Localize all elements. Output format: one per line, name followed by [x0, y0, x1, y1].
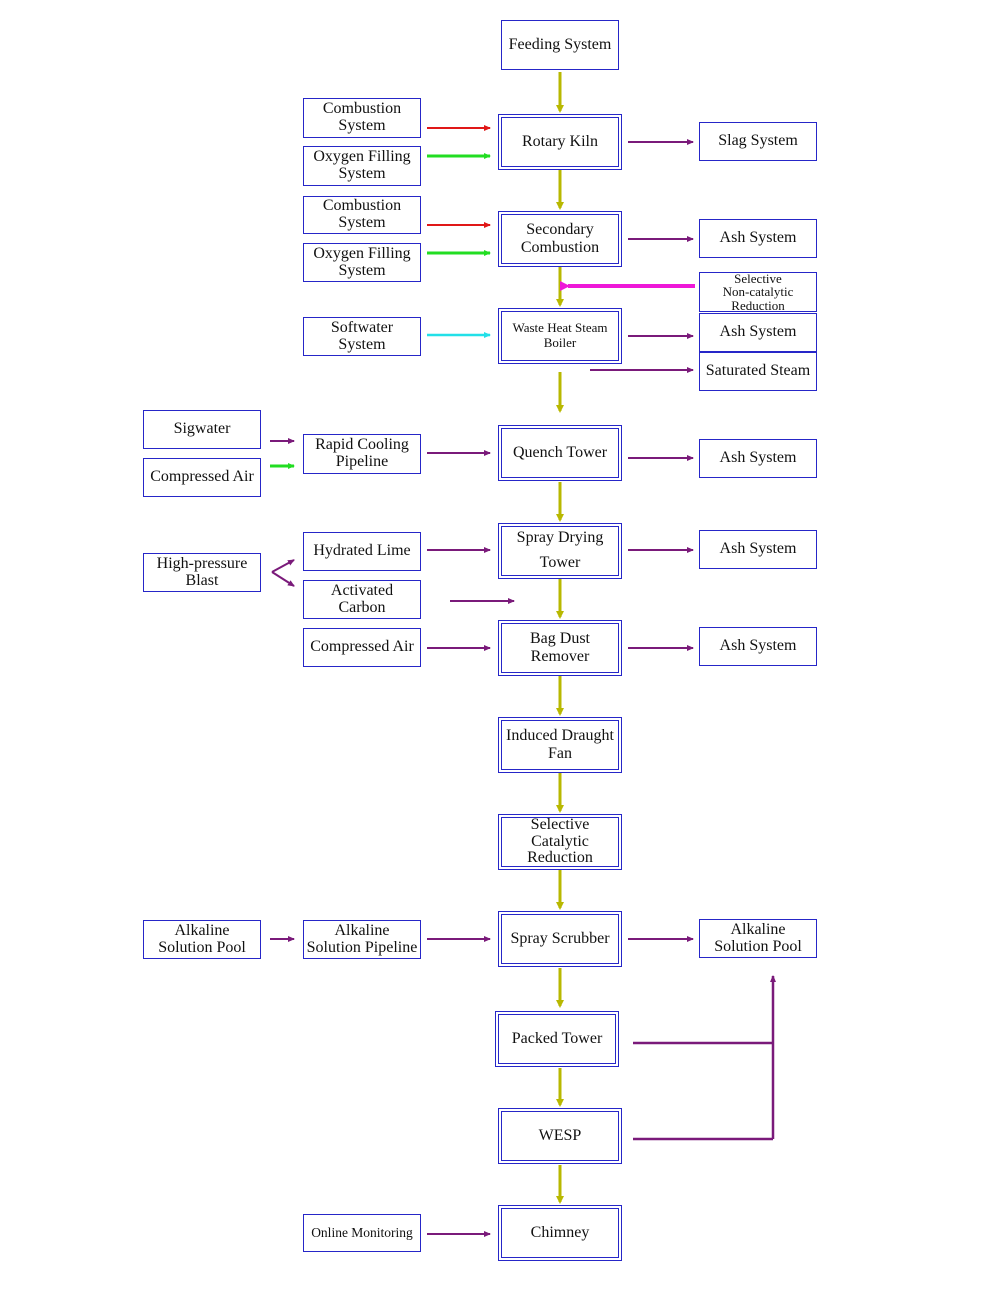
slag-system-box: Slag System — [699, 122, 817, 161]
sigwater-box: Sigwater — [143, 410, 261, 449]
ash-system-box-1: Ash System — [699, 219, 817, 258]
induced-draught-fan-box: Induced Draught Fan — [498, 717, 622, 773]
spray-drying-tower-box: Spray Drying Tower — [498, 523, 622, 579]
ash-system-box-5: Ash System — [699, 627, 817, 666]
alkaline-solution-pool-box-left: Alkaline Solution Pool — [143, 920, 261, 959]
saturated-steam-box: Saturated Steam — [699, 352, 817, 391]
activated-carbon-box: Activated Carbon — [303, 580, 421, 619]
chimney-box: Chimney — [498, 1205, 622, 1261]
spray-scrubber-box: Spray Scrubber — [498, 911, 622, 967]
sncr-box: Selective Non-catalytic Reduction — [699, 272, 817, 312]
online-monitoring-box: Online Monitoring — [303, 1214, 421, 1252]
ash-system-box-3: Ash System — [699, 439, 817, 478]
arrow-blast-to-activated-carbon — [271, 571, 295, 587]
combustion-system-box-2: Combustion System — [303, 196, 421, 234]
arrow-blast-to-hydrated-lime — [271, 559, 295, 573]
rapid-cooling-pipeline-box: Rapid Cooling Pipeline — [303, 434, 421, 474]
ash-system-box-4: Ash System — [699, 530, 817, 569]
high-pressure-blast-box: High-pressure Blast — [143, 553, 261, 592]
packed-tower-box: Packed Tower — [495, 1011, 619, 1067]
bag-dust-remover-box: Bag Dust Remover — [498, 620, 622, 676]
combustion-system-box-1: Combustion System — [303, 98, 421, 138]
oxygen-filling-system-box-2: Oxygen Filling System — [303, 243, 421, 282]
compressed-air-box-2: Compressed Air — [303, 628, 421, 667]
ash-system-box-2: Ash System — [699, 313, 817, 352]
compressed-air-box-1: Compressed Air — [143, 458, 261, 497]
wesp-box: WESP — [498, 1108, 622, 1164]
feeding-system-box: Feeding System — [501, 20, 619, 70]
softwater-system-box: Softwater System — [303, 317, 421, 356]
quench-tower-box: Quench Tower — [498, 425, 622, 481]
secondary-combustion-box: Secondary Combustion — [498, 211, 622, 267]
alkaline-solution-pipeline-box: Alkaline Solution Pipeline — [303, 920, 421, 959]
oxygen-filling-system-box-1: Oxygen Filling System — [303, 146, 421, 186]
hydrated-lime-box: Hydrated Lime — [303, 532, 421, 571]
waste-heat-boiler-box: Waste Heat Steam Boiler — [498, 308, 622, 364]
rotary-kiln-box: Rotary Kiln — [498, 114, 622, 170]
alkaline-solution-pool-box-right: Alkaline Solution Pool — [699, 919, 817, 958]
scr-box: Selective Catalytic Reduction — [498, 814, 622, 870]
